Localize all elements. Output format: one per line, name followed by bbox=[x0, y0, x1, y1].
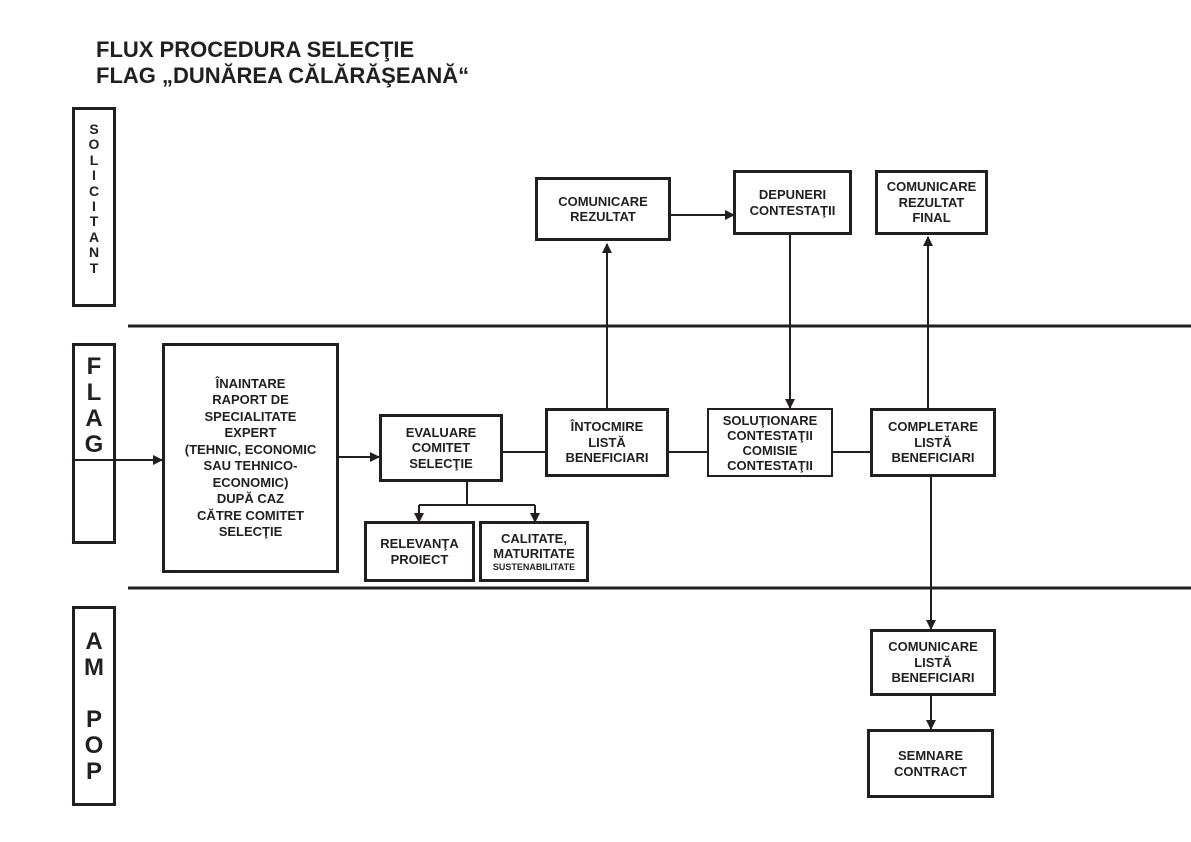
lane-letter: S bbox=[89, 121, 99, 137]
lane-letter: F bbox=[86, 353, 102, 380]
lane-letter: C bbox=[88, 182, 100, 199]
box-completare-lista: COMPLETARE LISTĂ BENEFICIARI bbox=[870, 408, 996, 477]
lane-letter: I bbox=[92, 198, 96, 215]
calitate-label: CALITATE, MATURITATE bbox=[493, 530, 575, 562]
box-solutionare-contestatii: SOLUŢIONARE CONTESTAŢII COMISIE CONTESTA… bbox=[707, 408, 833, 477]
lane-letter: O bbox=[88, 136, 100, 153]
lane-letter: A bbox=[85, 628, 103, 655]
lane-letter: P bbox=[85, 706, 102, 733]
lane-letter: I bbox=[92, 167, 96, 184]
lane-letter: G bbox=[84, 431, 104, 458]
lane-letter: T bbox=[89, 259, 99, 276]
lane-letter: L bbox=[86, 379, 102, 406]
lane-letter: P bbox=[85, 758, 102, 785]
lane-letter: L bbox=[89, 151, 99, 168]
box-intocmire-lista: ÎNTOCMIRE LISTĂ BENEFICIARI bbox=[545, 408, 669, 477]
sustenabilitate-label: SUSTENABILITATE bbox=[492, 561, 576, 572]
lane-letter: A bbox=[88, 228, 100, 245]
lane-letter: O bbox=[84, 732, 104, 759]
diagram-title-line-2: FLAG „DUNĂREA CĂLĂRĂŞEANĂ“ bbox=[96, 63, 470, 88]
lane-letter: M bbox=[84, 654, 104, 681]
box-evaluare-comitet: EVALUARE COMITET SELECŢIE bbox=[379, 414, 503, 482]
lane-letter bbox=[91, 681, 98, 707]
box-semnare-contract: SEMNARE CONTRACT bbox=[867, 729, 994, 798]
box-depuneri-contestatii: DEPUNERI CONTESTAŢII bbox=[733, 170, 852, 235]
box-calitate-maturitate: CALITATE, MATURITATE SUSTENABILITATE bbox=[479, 521, 589, 582]
box-relevanta-proiect: RELEVANŢA PROIECT bbox=[364, 521, 475, 582]
box-comunicare-rezultat-final: COMUNICARE REZULTAT FINAL bbox=[875, 170, 988, 235]
box-comunicare-lista-beneficiari: COMUNICARE LISTĂ BENEFICIARI bbox=[870, 629, 996, 696]
lane-letter: N bbox=[88, 244, 100, 261]
box-comunicare-rezultat: COMUNICARE REZULTAT bbox=[535, 177, 671, 241]
box-inaintare-raport: ÎNAINTARE RAPORT DE SPECIALITATE EXPERT … bbox=[162, 343, 339, 573]
lane-letter: A bbox=[85, 405, 103, 432]
diagram-title-line-1: FLUX PROCEDURA SELECŢIE bbox=[96, 37, 415, 62]
lane-letter: T bbox=[89, 213, 99, 230]
